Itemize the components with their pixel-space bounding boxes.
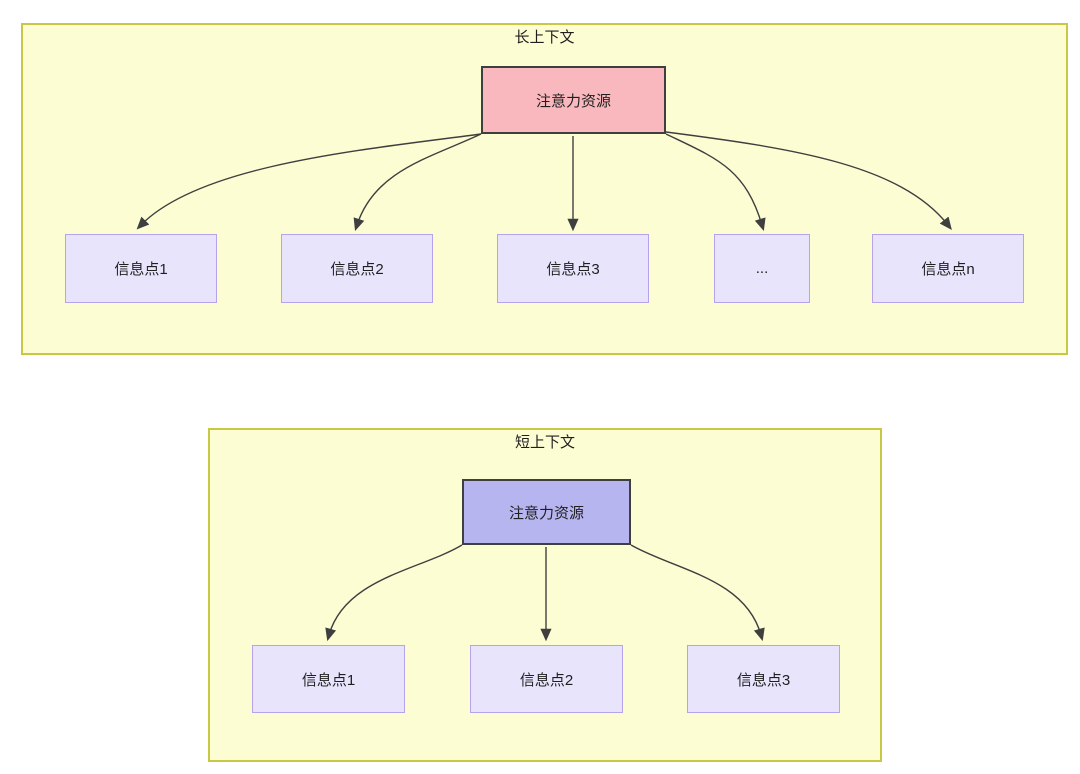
long-context-info-label-3: 信息点3 xyxy=(546,261,600,278)
long-context-info-label-2: 信息点2 xyxy=(330,261,384,278)
long-context-info-node-1[interactable]: 信息点1 xyxy=(65,234,217,303)
short-context-info-node-2[interactable]: 信息点2 xyxy=(470,645,623,713)
short-context-attention-node[interactable]: 注意力资源 xyxy=(462,479,631,545)
short-context-panel-title: 短上下文 xyxy=(514,434,575,451)
long-context-attention-node[interactable]: 注意力资源 xyxy=(481,66,666,134)
short-context-info-node-3[interactable]: 信息点3 xyxy=(687,645,840,713)
short-context-attention-label: 注意力资源 xyxy=(508,504,584,522)
long-context-info-node-n[interactable]: 信息点n xyxy=(872,234,1024,303)
long-context-panel-title: 长上下文 xyxy=(514,29,575,46)
long-context-info-label-n: 信息点n xyxy=(921,261,975,278)
long-context-info-node-2[interactable]: 信息点2 xyxy=(281,234,433,303)
long-context-info-node-3[interactable]: 信息点3 xyxy=(497,234,649,303)
long-context-attention-label: 注意力资源 xyxy=(535,92,611,110)
short-context-info-label-3: 信息点3 xyxy=(736,671,791,689)
short-context-info-label-2: 信息点2 xyxy=(519,671,574,689)
short-context-info-label-1: 信息点1 xyxy=(301,671,356,689)
short-context-info-node-1[interactable]: 信息点1 xyxy=(252,645,405,713)
long-context-info-label-ellipsis: ... xyxy=(755,260,769,277)
long-context-info-node-ellipsis[interactable]: ... xyxy=(714,234,810,303)
long-context-info-label-1: 信息点1 xyxy=(114,261,168,278)
